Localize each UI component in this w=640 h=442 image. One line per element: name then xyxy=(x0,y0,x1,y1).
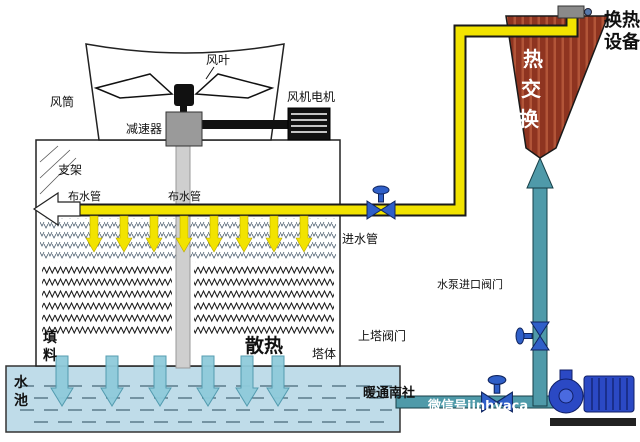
drive-bar xyxy=(200,120,288,129)
down-arrow-icon xyxy=(50,355,74,407)
down-arrow-icon xyxy=(265,215,283,253)
pump-eye xyxy=(558,388,574,404)
distribution-arrow-left-icon xyxy=(32,191,81,227)
riser-run xyxy=(532,185,548,407)
pool-label-char2: 池 xyxy=(14,392,28,409)
down-arrow-icon xyxy=(205,215,223,253)
support-hatch xyxy=(39,145,77,195)
drive-shaft-column xyxy=(175,145,191,369)
brand-watermark: 暖通南社 xyxy=(363,385,415,401)
heat-exchanger xyxy=(505,15,610,159)
down-arrow-icon xyxy=(295,215,313,253)
watermarks: 暖通南社 微信号jinhvaca xyxy=(363,385,528,414)
down-arrow-icon xyxy=(85,215,103,253)
fan-shaft xyxy=(180,104,187,118)
equipment-label-line1: 换热 xyxy=(604,9,640,31)
down-arrow-icon xyxy=(175,215,193,253)
down-arrow-icon xyxy=(145,215,163,253)
fill-label-char2: 料 xyxy=(43,347,57,364)
fan-blade-label: 风叶 xyxy=(206,53,230,67)
fitting-knob-icon xyxy=(584,8,592,16)
down-arrow-icon xyxy=(266,355,290,407)
down-arrow-icon xyxy=(196,355,220,407)
fan-blade-left xyxy=(93,73,174,99)
dist-pipe-left-label: 布水管 xyxy=(68,189,101,203)
fan-blade-right xyxy=(194,73,275,99)
dist-pipe-right-label: 布水管 xyxy=(168,189,201,203)
fan-assembly xyxy=(85,43,331,141)
fan-blade-leader xyxy=(205,66,215,80)
support-label: 支架 xyxy=(58,163,82,177)
heat-dissipation-label: 散热 xyxy=(245,334,283,357)
heat-exchanger-char1: 热 xyxy=(523,47,543,71)
hot-spray-arrows xyxy=(85,215,313,253)
down-arrow-icon xyxy=(235,355,259,407)
fan-hub xyxy=(174,84,194,106)
pump-motor xyxy=(583,375,635,413)
tower-body-label: 塔体 xyxy=(312,347,336,361)
fan-duct-label: 风筒 xyxy=(50,94,74,109)
fill-block-left xyxy=(42,262,172,334)
wechat-watermark: 微信号jinhvaca xyxy=(427,398,528,414)
heat-exchanger-char3: 换 xyxy=(519,107,540,131)
gear-reducer xyxy=(165,111,203,147)
down-arrow-icon xyxy=(115,215,133,253)
heat-exchanger-char2: 交 xyxy=(521,77,541,101)
fill-block-right xyxy=(194,262,334,334)
fill-label-char1: 填 xyxy=(43,329,57,346)
hot-pipe-run xyxy=(46,14,577,215)
heat-exchanger-body xyxy=(505,15,610,159)
reducer-label: 减速器 xyxy=(126,122,162,136)
riser-arrow-up-icon xyxy=(526,156,554,189)
riser-pipe xyxy=(526,156,554,407)
labels: 风叶 风筒 风机电机 减速器 支架 布水管 布水管 进水管 填 料 散热 塔体 … xyxy=(14,9,640,409)
equipment-label-line2: 设备 xyxy=(604,31,640,53)
inlet-pipe-label: 进水管 xyxy=(342,231,378,246)
exchanger-top-fitting xyxy=(557,5,585,19)
pool-inflow-arrows xyxy=(50,355,290,407)
pump-motor-fins xyxy=(591,378,628,410)
water-pump xyxy=(548,369,636,426)
hot-water-pipe xyxy=(32,5,592,227)
tower-valve-label: 上塔阀门 xyxy=(358,328,406,343)
pool-label-char1: 水 xyxy=(14,374,29,391)
down-arrow-icon xyxy=(235,215,253,253)
pump-inlet-valve-label: 水泵进口阀门 xyxy=(437,277,503,291)
down-arrow-icon xyxy=(148,355,172,407)
fill-zone xyxy=(42,262,334,334)
fan-motor xyxy=(287,107,331,141)
fan-motor-label: 风机电机 xyxy=(287,90,335,104)
down-arrow-icon xyxy=(100,355,124,407)
pump-base xyxy=(550,418,636,426)
